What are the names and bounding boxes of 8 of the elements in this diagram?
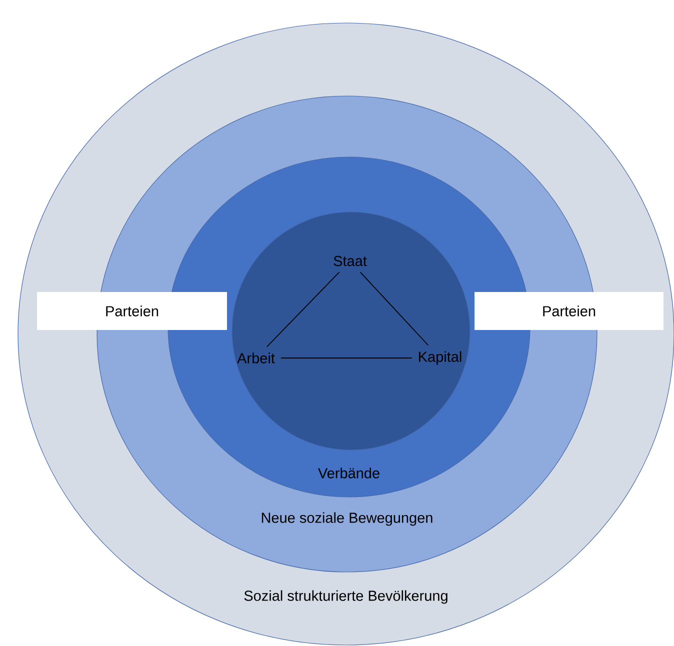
connector-line (266, 272, 340, 348)
term-label: Arbeit (237, 352, 275, 364)
connector-line (360, 272, 429, 346)
label-box: Parteien (37, 292, 227, 330)
term-label: Staat (334, 256, 367, 266)
inner-circle (232, 212, 470, 450)
label-box: Parteien (474, 292, 664, 330)
term-label: Kapital (419, 351, 462, 365)
